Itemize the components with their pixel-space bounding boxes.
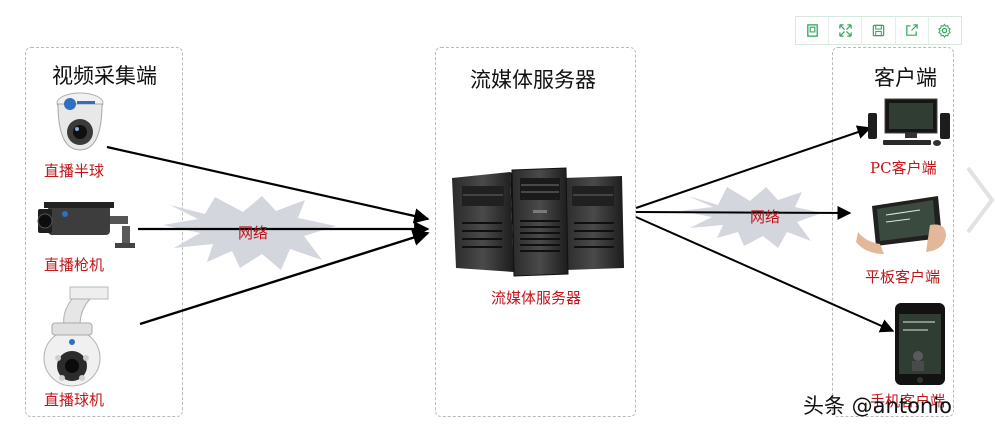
arrow-server-to-phone [635, 216, 895, 333]
fullscreen-button[interactable] [829, 17, 863, 44]
arrow-dome-to-server [106, 145, 430, 224]
server-title: 流媒体服务器 [470, 68, 596, 92]
share-icon [906, 24, 918, 36]
arrow-server-to-tablet [635, 205, 852, 220]
chart-toolbar [795, 16, 962, 45]
network-burst-left [163, 196, 336, 270]
arrow-ptz-to-server [139, 229, 430, 326]
save-icon [872, 24, 885, 37]
client-title: 客户端 [874, 66, 937, 90]
network-burst-right [680, 187, 822, 248]
server-label: 流媒体服务器 [491, 289, 582, 307]
chevron-right-icon[interactable] [965, 165, 995, 235]
capture-panel [25, 47, 183, 417]
settings-icon [938, 23, 952, 38]
dome-camera-label: 直播半球 [44, 162, 105, 180]
bullet-camera-icon [37, 202, 135, 248]
tablet-client-icon [856, 196, 946, 254]
network-label-right: 网络 [750, 208, 781, 226]
server-rack-icon [452, 167, 624, 277]
dome-camera-icon [56, 92, 104, 151]
watermark: 头条 @antonio [803, 394, 952, 418]
phone-client-icon [895, 303, 945, 385]
phone-client-label: 手机客户端 [870, 392, 946, 410]
network-label-left: 网络 [238, 224, 269, 242]
save-button[interactable] [862, 17, 896, 44]
ptz-camera-label: 直播球机 [44, 391, 105, 409]
settings-button[interactable] [929, 17, 961, 44]
client-panel [832, 47, 954, 417]
capture-title: 视频采集端 [52, 64, 157, 88]
pc-client-icon [868, 98, 950, 146]
server-panel [435, 47, 636, 417]
tablet-client-label: 平板客户端 [865, 268, 941, 286]
pc-client-label: PC客户端 [870, 159, 937, 177]
share-button[interactable] [896, 17, 929, 44]
ptz-camera-icon [43, 286, 109, 387]
arrow-server-to-pc [635, 125, 872, 209]
restore-button[interactable] [796, 17, 830, 44]
restore-icon [806, 24, 818, 37]
fullscreen-icon [839, 24, 852, 37]
bullet-camera-label: 直播枪机 [44, 256, 105, 274]
